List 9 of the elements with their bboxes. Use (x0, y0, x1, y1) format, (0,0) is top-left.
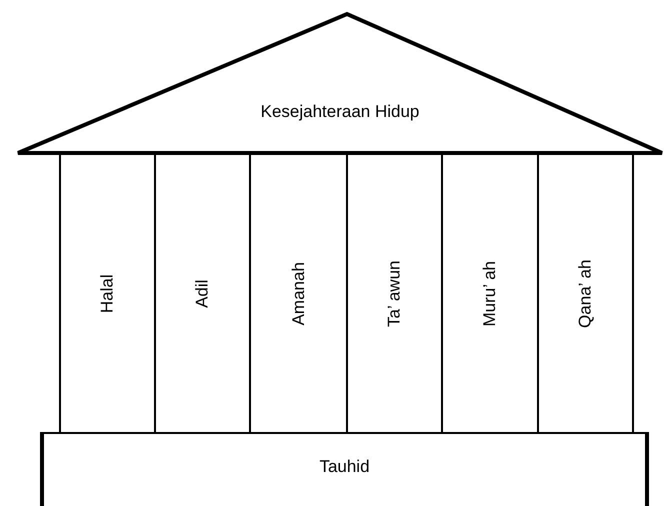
label: Amanah (288, 262, 308, 326)
label: Adil (192, 280, 212, 308)
label: Muru’ ah (480, 261, 500, 327)
base-box (40, 432, 649, 506)
label: Kesejahteraan Hidup (260, 101, 420, 123)
label: Tauhid (319, 456, 370, 478)
label: Ta’ awun (384, 260, 404, 328)
label: Halal (98, 274, 117, 314)
label: Qana’ ah (576, 260, 595, 328)
